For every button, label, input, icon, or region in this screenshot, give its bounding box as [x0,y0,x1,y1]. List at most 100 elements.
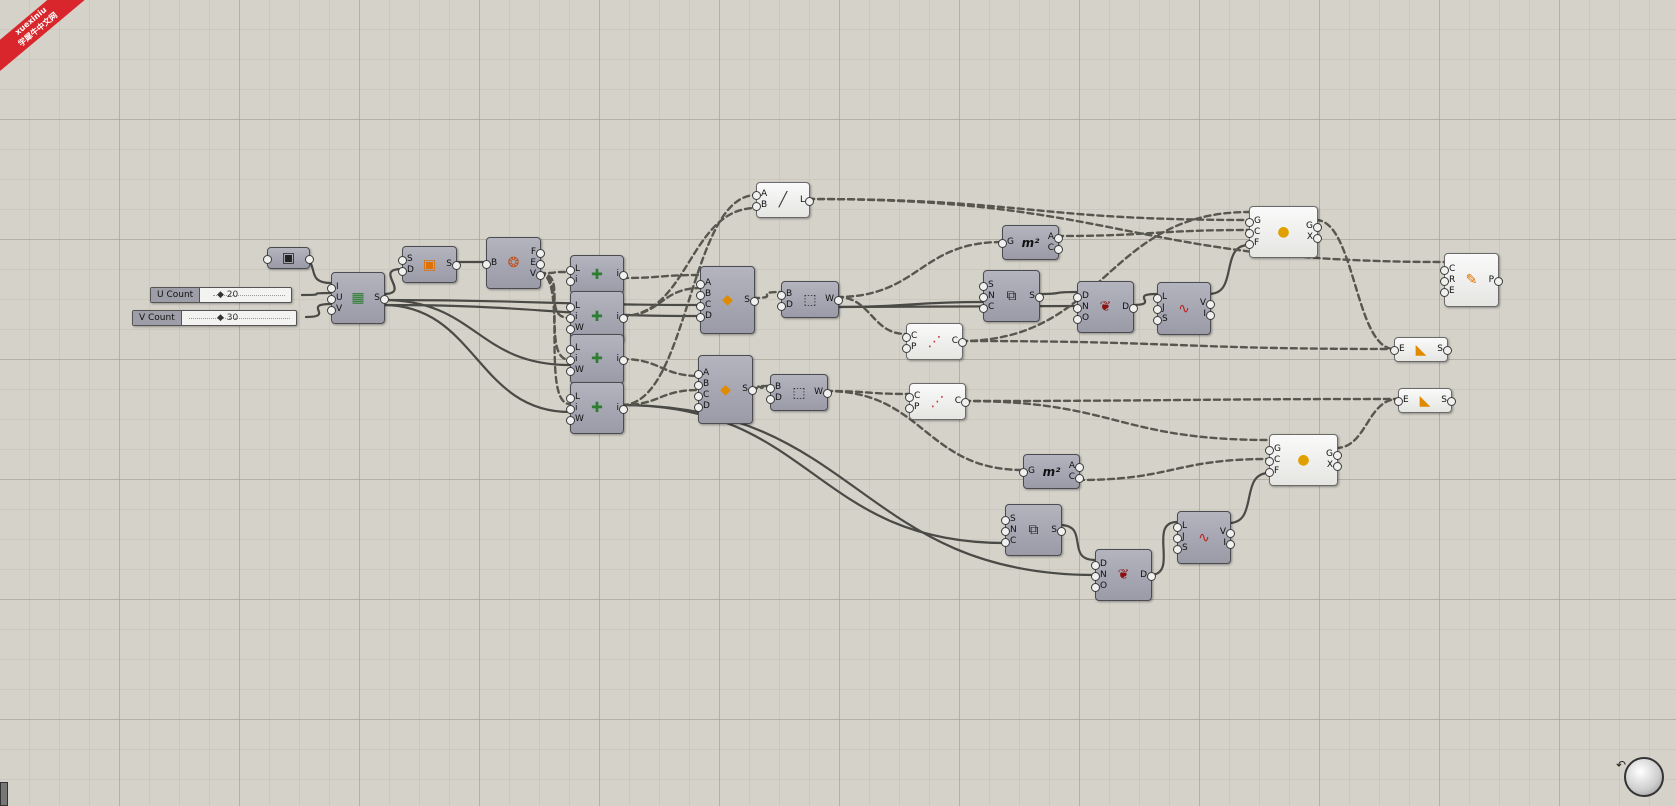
input-grip[interactable] [1001,537,1010,547]
input-param-label[interactable]: C [1010,535,1017,546]
wire[interactable] [304,302,333,319]
input-grip[interactable] [694,391,703,401]
input-grip[interactable] [1091,582,1100,592]
input-param-label[interactable]: R [1449,274,1456,285]
output-param-label[interactable]: S [1029,290,1035,301]
input-param-label[interactable]: D [407,264,414,275]
output-grip[interactable] [1333,462,1342,471]
input-grip[interactable] [752,202,761,211]
input-param-label[interactable]: B [491,257,498,268]
c-surf-component[interactable]: ▣ [263,247,314,269]
wire[interactable] [1055,228,1251,238]
output-param-label[interactable]: F [530,246,536,257]
input-param-label[interactable]: O [1082,312,1090,323]
output-param-label[interactable]: S [744,294,750,305]
wire[interactable] [537,271,572,406]
wire[interactable] [537,270,572,275]
input-param-label[interactable]: N [1100,569,1107,580]
input-param-label[interactable]: F [1274,465,1280,476]
navigation-ball[interactable] [1624,757,1664,797]
output-param-label[interactable]: V [1199,297,1206,308]
input-grip[interactable] [1265,445,1274,455]
wire[interactable] [620,273,702,280]
input-grip[interactable] [1153,316,1162,325]
input-param-label[interactable]: D [1082,290,1089,301]
v-count-slider[interactable]: V Count ◆ 30 [132,310,297,326]
slider-value-icon[interactable]: ◆ 20 [217,290,239,300]
input-param-label[interactable]: L [1182,521,1188,531]
input-param-label[interactable]: G [1028,466,1035,476]
output-grip[interactable] [1129,303,1138,313]
input-grip[interactable] [777,301,786,311]
input-grip[interactable] [905,392,914,402]
input-grip[interactable] [566,415,575,425]
output-grip[interactable] [619,355,628,365]
input-param-label[interactable]: E [1449,285,1455,296]
wire[interactable] [381,267,404,296]
wire[interactable] [806,197,1446,264]
input-grip[interactable] [398,266,407,276]
input-param-label[interactable]: i [575,402,578,413]
input-param-label[interactable]: C [1274,454,1281,465]
output-param-label[interactable]: W [825,294,834,304]
wire[interactable] [1130,292,1159,307]
input-grip[interactable] [1245,228,1254,238]
wire[interactable] [1334,397,1400,450]
input-grip[interactable] [1001,526,1010,536]
output-grip[interactable] [1035,292,1044,302]
output-grip[interactable] [619,271,628,280]
input-param-label[interactable]: L [575,342,581,353]
input-grip[interactable] [905,403,914,413]
input-param-label[interactable]: W [575,413,584,424]
input-param-label[interactable]: B [705,289,712,299]
input-param-label[interactable]: G [1007,237,1014,247]
input-grip[interactable] [1173,545,1182,554]
input-param-label[interactable]: N [1082,301,1089,312]
input-grip[interactable] [1153,294,1162,303]
input-grip[interactable] [694,402,703,412]
wire[interactable] [1058,523,1097,562]
u-count-slider[interactable]: U Count ◆ 20 [150,287,292,303]
wire[interactable] [620,403,1007,545]
output-param-label[interactable]: A [1068,460,1075,471]
input-param-label[interactable]: G [1274,443,1281,454]
input-grip[interactable] [766,394,775,404]
input-param-label[interactable]: B [786,288,793,299]
input-param-label[interactable]: F [1254,237,1260,248]
input-grip[interactable] [1440,265,1449,275]
input-param-label[interactable]: N [1010,524,1017,535]
output-grip[interactable] [1206,310,1215,320]
input-param-label[interactable]: D [786,299,793,310]
input-param-label[interactable]: E [1403,395,1409,405]
output-param-label[interactable]: S [1437,344,1443,354]
wire[interactable] [962,399,1271,442]
input-grip[interactable] [566,313,575,323]
wire[interactable] [1314,218,1396,351]
wire[interactable] [835,295,908,336]
input-grip[interactable] [566,276,575,286]
canvas-corner-handle[interactable] [0,782,8,806]
input-param-label[interactable]: S [1162,314,1168,324]
output-grip[interactable] [748,386,757,395]
output-grip[interactable] [961,398,970,407]
output-param-label[interactable]: i [616,402,619,413]
wire[interactable] [962,397,1400,403]
input-param-label[interactable]: O [1100,580,1108,591]
wire[interactable] [300,291,333,297]
input-grip[interactable] [902,332,911,342]
output-grip[interactable] [305,254,314,264]
output-grip[interactable] [1443,346,1452,355]
input-param-label[interactable]: B [775,381,782,392]
